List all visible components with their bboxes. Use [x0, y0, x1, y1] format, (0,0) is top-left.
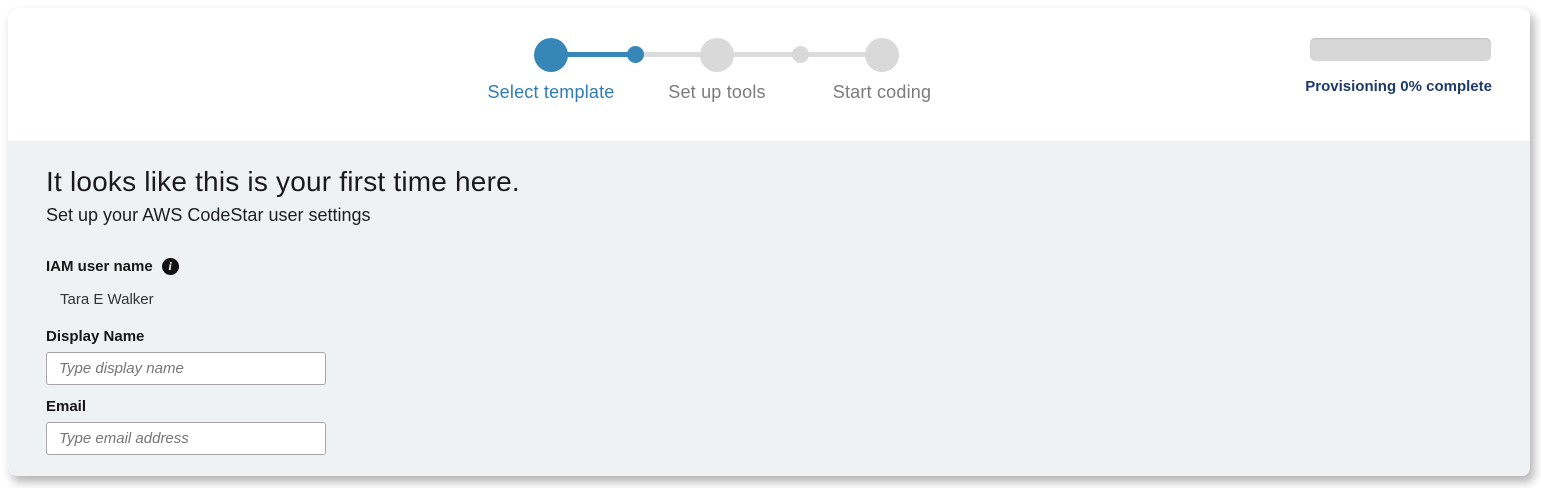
step-circle-start-coding	[865, 38, 899, 72]
display-name-input[interactable]	[46, 352, 326, 385]
step-label-select-template: Select template	[487, 82, 615, 102]
stepper-connector-active	[551, 52, 635, 57]
provisioning-status-text: Provisioning 0% complete	[1305, 78, 1492, 95]
stepper-connector-inactive	[635, 52, 882, 57]
step-midpoint-2	[792, 46, 809, 63]
step-circle-set-up-tools	[700, 38, 734, 72]
codestar-setup-window: Select template Set up tools Start codin…	[8, 8, 1530, 476]
wizard-header: Select template Set up tools Start codin…	[8, 8, 1530, 141]
provisioning-progress-bar	[1310, 38, 1491, 61]
step-midpoint-1	[627, 46, 644, 63]
step-circle-select-template	[534, 38, 568, 72]
step-label-start-coding: Start coding	[832, 82, 932, 102]
iam-user-name-row: IAM user name i	[46, 257, 1530, 276]
page-title: It looks like this is your first time he…	[46, 166, 520, 197]
iam-user-name-label: IAM user name	[46, 258, 153, 275]
page-subtitle: Set up your AWS CodeStar user settings	[46, 205, 371, 225]
first-time-setup-panel: It looks like this is your first time he…	[8, 141, 1530, 476]
display-name-label: Display Name	[46, 328, 145, 345]
email-label: Email	[46, 398, 87, 415]
email-input[interactable]	[46, 422, 326, 455]
setup-progress-stepper: Select template Set up tools Start codin…	[8, 8, 1530, 141]
iam-user-name-value: Tara E Walker	[60, 291, 154, 308]
step-label-set-up-tools: Set up tools	[668, 82, 766, 102]
info-icon[interactable]: i	[161, 258, 179, 275]
